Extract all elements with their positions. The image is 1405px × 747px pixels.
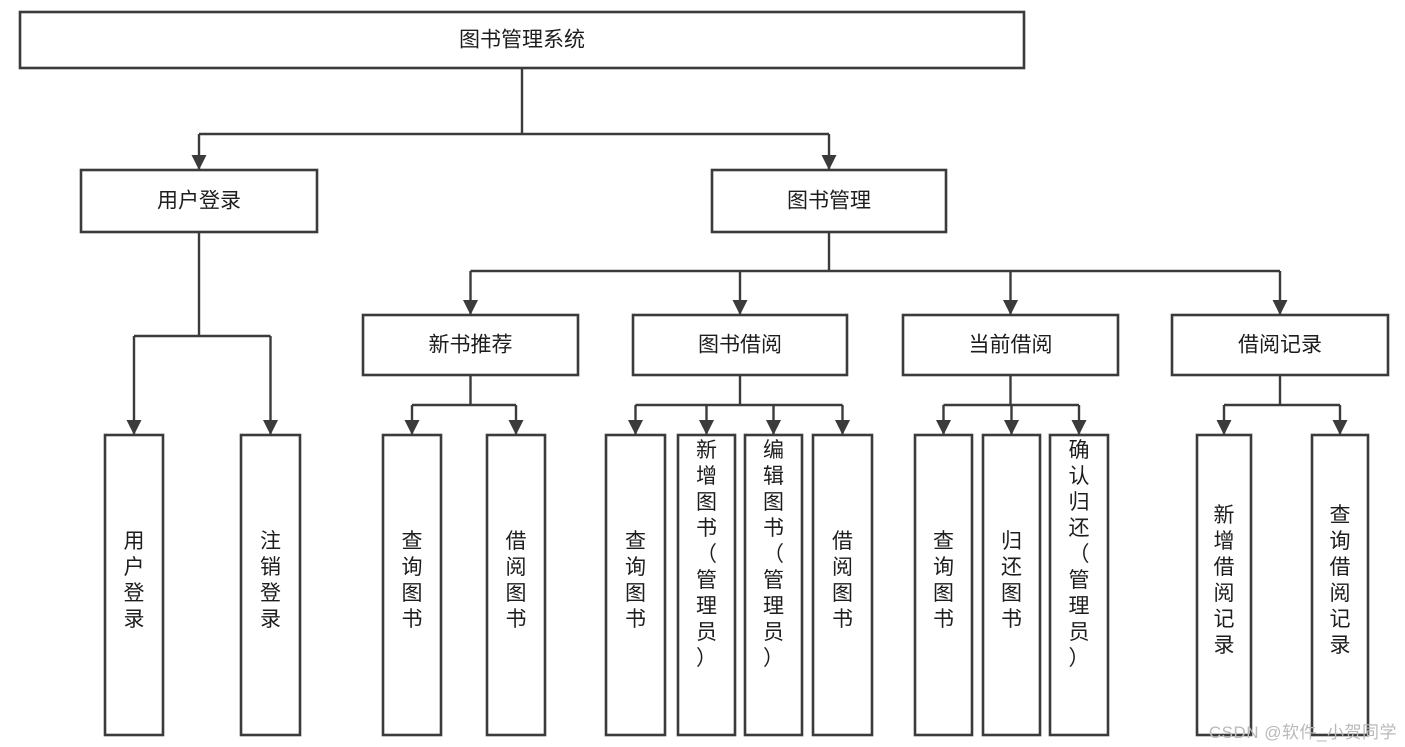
node-borrow-record[interactable]: 借阅记录 xyxy=(1170,313,1390,377)
arrow-head xyxy=(463,300,478,315)
arrow-head xyxy=(1003,300,1018,315)
arrow-head xyxy=(1332,420,1348,435)
node-label: 当前借阅 xyxy=(969,334,1053,357)
node-leaf-add-record[interactable]: 新增借阅记录 xyxy=(1195,433,1253,737)
node-leaf-query-book-2[interactable]: 查询图书 xyxy=(604,433,667,737)
node-box[interactable] xyxy=(18,10,1026,70)
node-leaf-user-login[interactable]: 用户登录 xyxy=(103,433,165,737)
node-leaf-add-book[interactable]: 新增图书（管理员） xyxy=(676,433,737,737)
node-label: 查询借阅记录 xyxy=(1330,504,1351,657)
node-current-borrow[interactable]: 当前借阅 xyxy=(901,313,1120,377)
arrow-head xyxy=(1216,420,1232,435)
node-box[interactable] xyxy=(1310,433,1370,737)
node-label: 查询图书 xyxy=(402,530,423,631)
node-label: 确认归还（管理员） xyxy=(1069,439,1090,670)
node-label: 用户登录 xyxy=(124,530,145,631)
node-label: 新书推荐 xyxy=(429,334,513,357)
node-box[interactable] xyxy=(811,433,874,737)
arrow-head xyxy=(126,420,142,435)
node-box[interactable] xyxy=(913,433,974,737)
node-leaf-borrow-book-2[interactable]: 借阅图书 xyxy=(811,433,874,737)
node-box[interactable] xyxy=(901,313,1120,377)
node-leaf-query-book-1[interactable]: 查询图书 xyxy=(381,433,443,737)
node-box[interactable] xyxy=(631,313,849,377)
node-box[interactable] xyxy=(743,433,804,737)
arrow-head xyxy=(508,420,524,435)
node-box[interactable] xyxy=(710,168,948,234)
node-leaf-query-record[interactable]: 查询借阅记录 xyxy=(1310,433,1370,737)
node-label: 图书借阅 xyxy=(698,334,782,357)
node-label: 编辑图书（管理员） xyxy=(763,439,784,670)
node-label: 用户登录 xyxy=(157,190,241,213)
node-leaf-user-logout[interactable]: 注销登录 xyxy=(239,433,302,737)
node-leaf-edit-book[interactable]: 编辑图书（管理员） xyxy=(743,433,804,737)
arrow-head xyxy=(766,420,781,435)
node-box[interactable] xyxy=(103,433,165,737)
arrow-head xyxy=(1272,300,1288,315)
arrow-head xyxy=(699,420,714,435)
arrow-head xyxy=(191,155,207,170)
arrow-head xyxy=(821,155,837,170)
node-box[interactable] xyxy=(361,313,580,377)
node-label: 新增图书（管理员） xyxy=(696,439,717,670)
node-book-manage[interactable]: 图书管理 xyxy=(710,168,948,234)
node-label: 图书管理 xyxy=(787,190,871,213)
node-leaf-query-book-3[interactable]: 查询图书 xyxy=(913,433,974,737)
node-label: 归还图书 xyxy=(1001,530,1022,631)
arrow-head xyxy=(835,420,850,435)
node-box[interactable] xyxy=(676,433,737,737)
arrow-head xyxy=(1071,420,1087,435)
node-box[interactable] xyxy=(1170,313,1390,377)
arrow-head xyxy=(263,420,278,435)
arrow-head xyxy=(404,420,420,435)
node-box[interactable] xyxy=(1195,433,1253,737)
node-leaf-borrow-book-1[interactable]: 借阅图书 xyxy=(485,433,547,737)
node-leaf-confirm-return[interactable]: 确认归还（管理员） xyxy=(1048,433,1110,737)
node-box[interactable] xyxy=(1048,433,1110,737)
arrow-head xyxy=(936,420,951,435)
node-label: 借阅图书 xyxy=(832,530,853,631)
arrow-head xyxy=(732,300,748,315)
node-book-borrow[interactable]: 图书借阅 xyxy=(631,313,849,377)
connector-layer xyxy=(126,68,1348,435)
node-label: 借阅图书 xyxy=(506,530,527,631)
node-box[interactable] xyxy=(381,433,443,737)
node-label: 图书管理系统 xyxy=(459,29,585,52)
node-leaf-return-book[interactable]: 归还图书 xyxy=(981,433,1042,737)
node-box[interactable] xyxy=(604,433,667,737)
node-user-login[interactable]: 用户登录 xyxy=(79,168,319,234)
node-box[interactable] xyxy=(981,433,1042,737)
node-box[interactable] xyxy=(239,433,302,737)
node-box[interactable] xyxy=(485,433,547,737)
node-root[interactable]: 图书管理系统 xyxy=(18,10,1026,70)
node-label: 新增借阅记录 xyxy=(1214,504,1235,657)
node-label: 借阅记录 xyxy=(1238,334,1322,357)
node-label: 查询图书 xyxy=(933,530,954,631)
node-label: 注销登录 xyxy=(260,530,281,631)
node-layer: 图书管理系统用户登录图书管理新书推荐图书借阅当前借阅借阅记录用户登录注销登录查询… xyxy=(18,10,1390,737)
node-label: 查询图书 xyxy=(625,530,646,631)
arrow-head xyxy=(1004,420,1019,435)
node-box[interactable] xyxy=(79,168,319,234)
node-new-book-rec[interactable]: 新书推荐 xyxy=(361,313,580,377)
arrow-head xyxy=(628,420,643,435)
